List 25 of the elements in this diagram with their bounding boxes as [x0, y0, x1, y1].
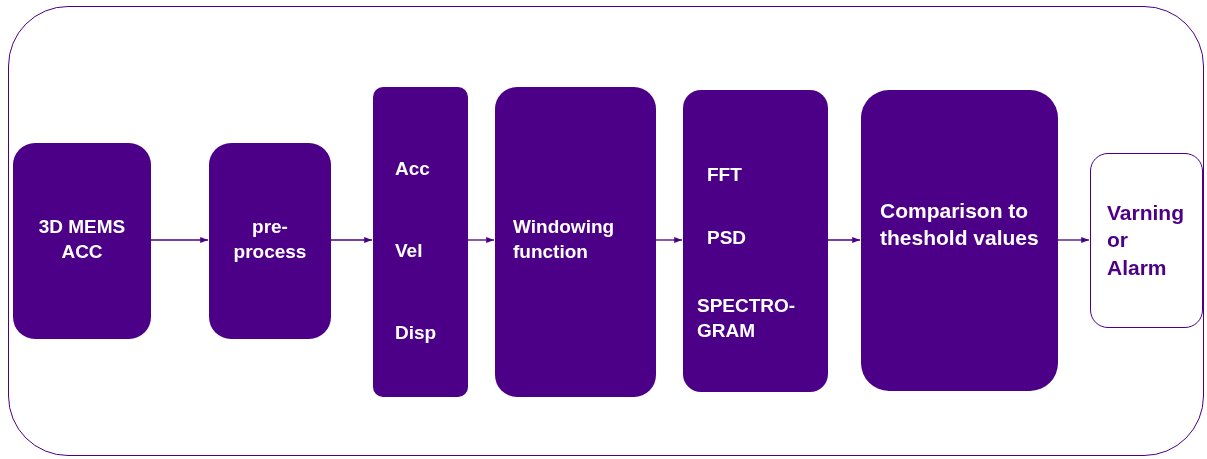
box-label: Disp	[395, 321, 438, 345]
box-label: pre- process	[232, 215, 308, 264]
box-label: Windowing function	[513, 215, 616, 264]
box-label: Varning or Alarm	[1107, 200, 1186, 281]
process-box	[861, 90, 1058, 391]
box-label: 3D MEMS ACC	[37, 215, 127, 264]
process-box	[495, 87, 656, 397]
process-box	[683, 90, 828, 392]
process-box	[373, 87, 468, 397]
box-label: FFT	[707, 163, 743, 187]
box-label: SPECTRO- GRAM	[697, 294, 797, 343]
box-label: PSD	[707, 226, 748, 250]
diagram-frame	[8, 6, 1204, 456]
arrow	[826, 236, 861, 244]
arrow	[329, 236, 373, 244]
arrow	[466, 236, 495, 244]
arrow	[149, 236, 209, 244]
output-box	[1090, 153, 1203, 328]
box-label: Comparison to theshold values	[880, 198, 1040, 252]
box-label: Acc	[395, 157, 431, 181]
box-label: Vel	[395, 239, 424, 263]
arrow	[1056, 236, 1090, 244]
arrow	[654, 236, 683, 244]
process-box	[13, 143, 151, 339]
process-box	[209, 143, 331, 339]
